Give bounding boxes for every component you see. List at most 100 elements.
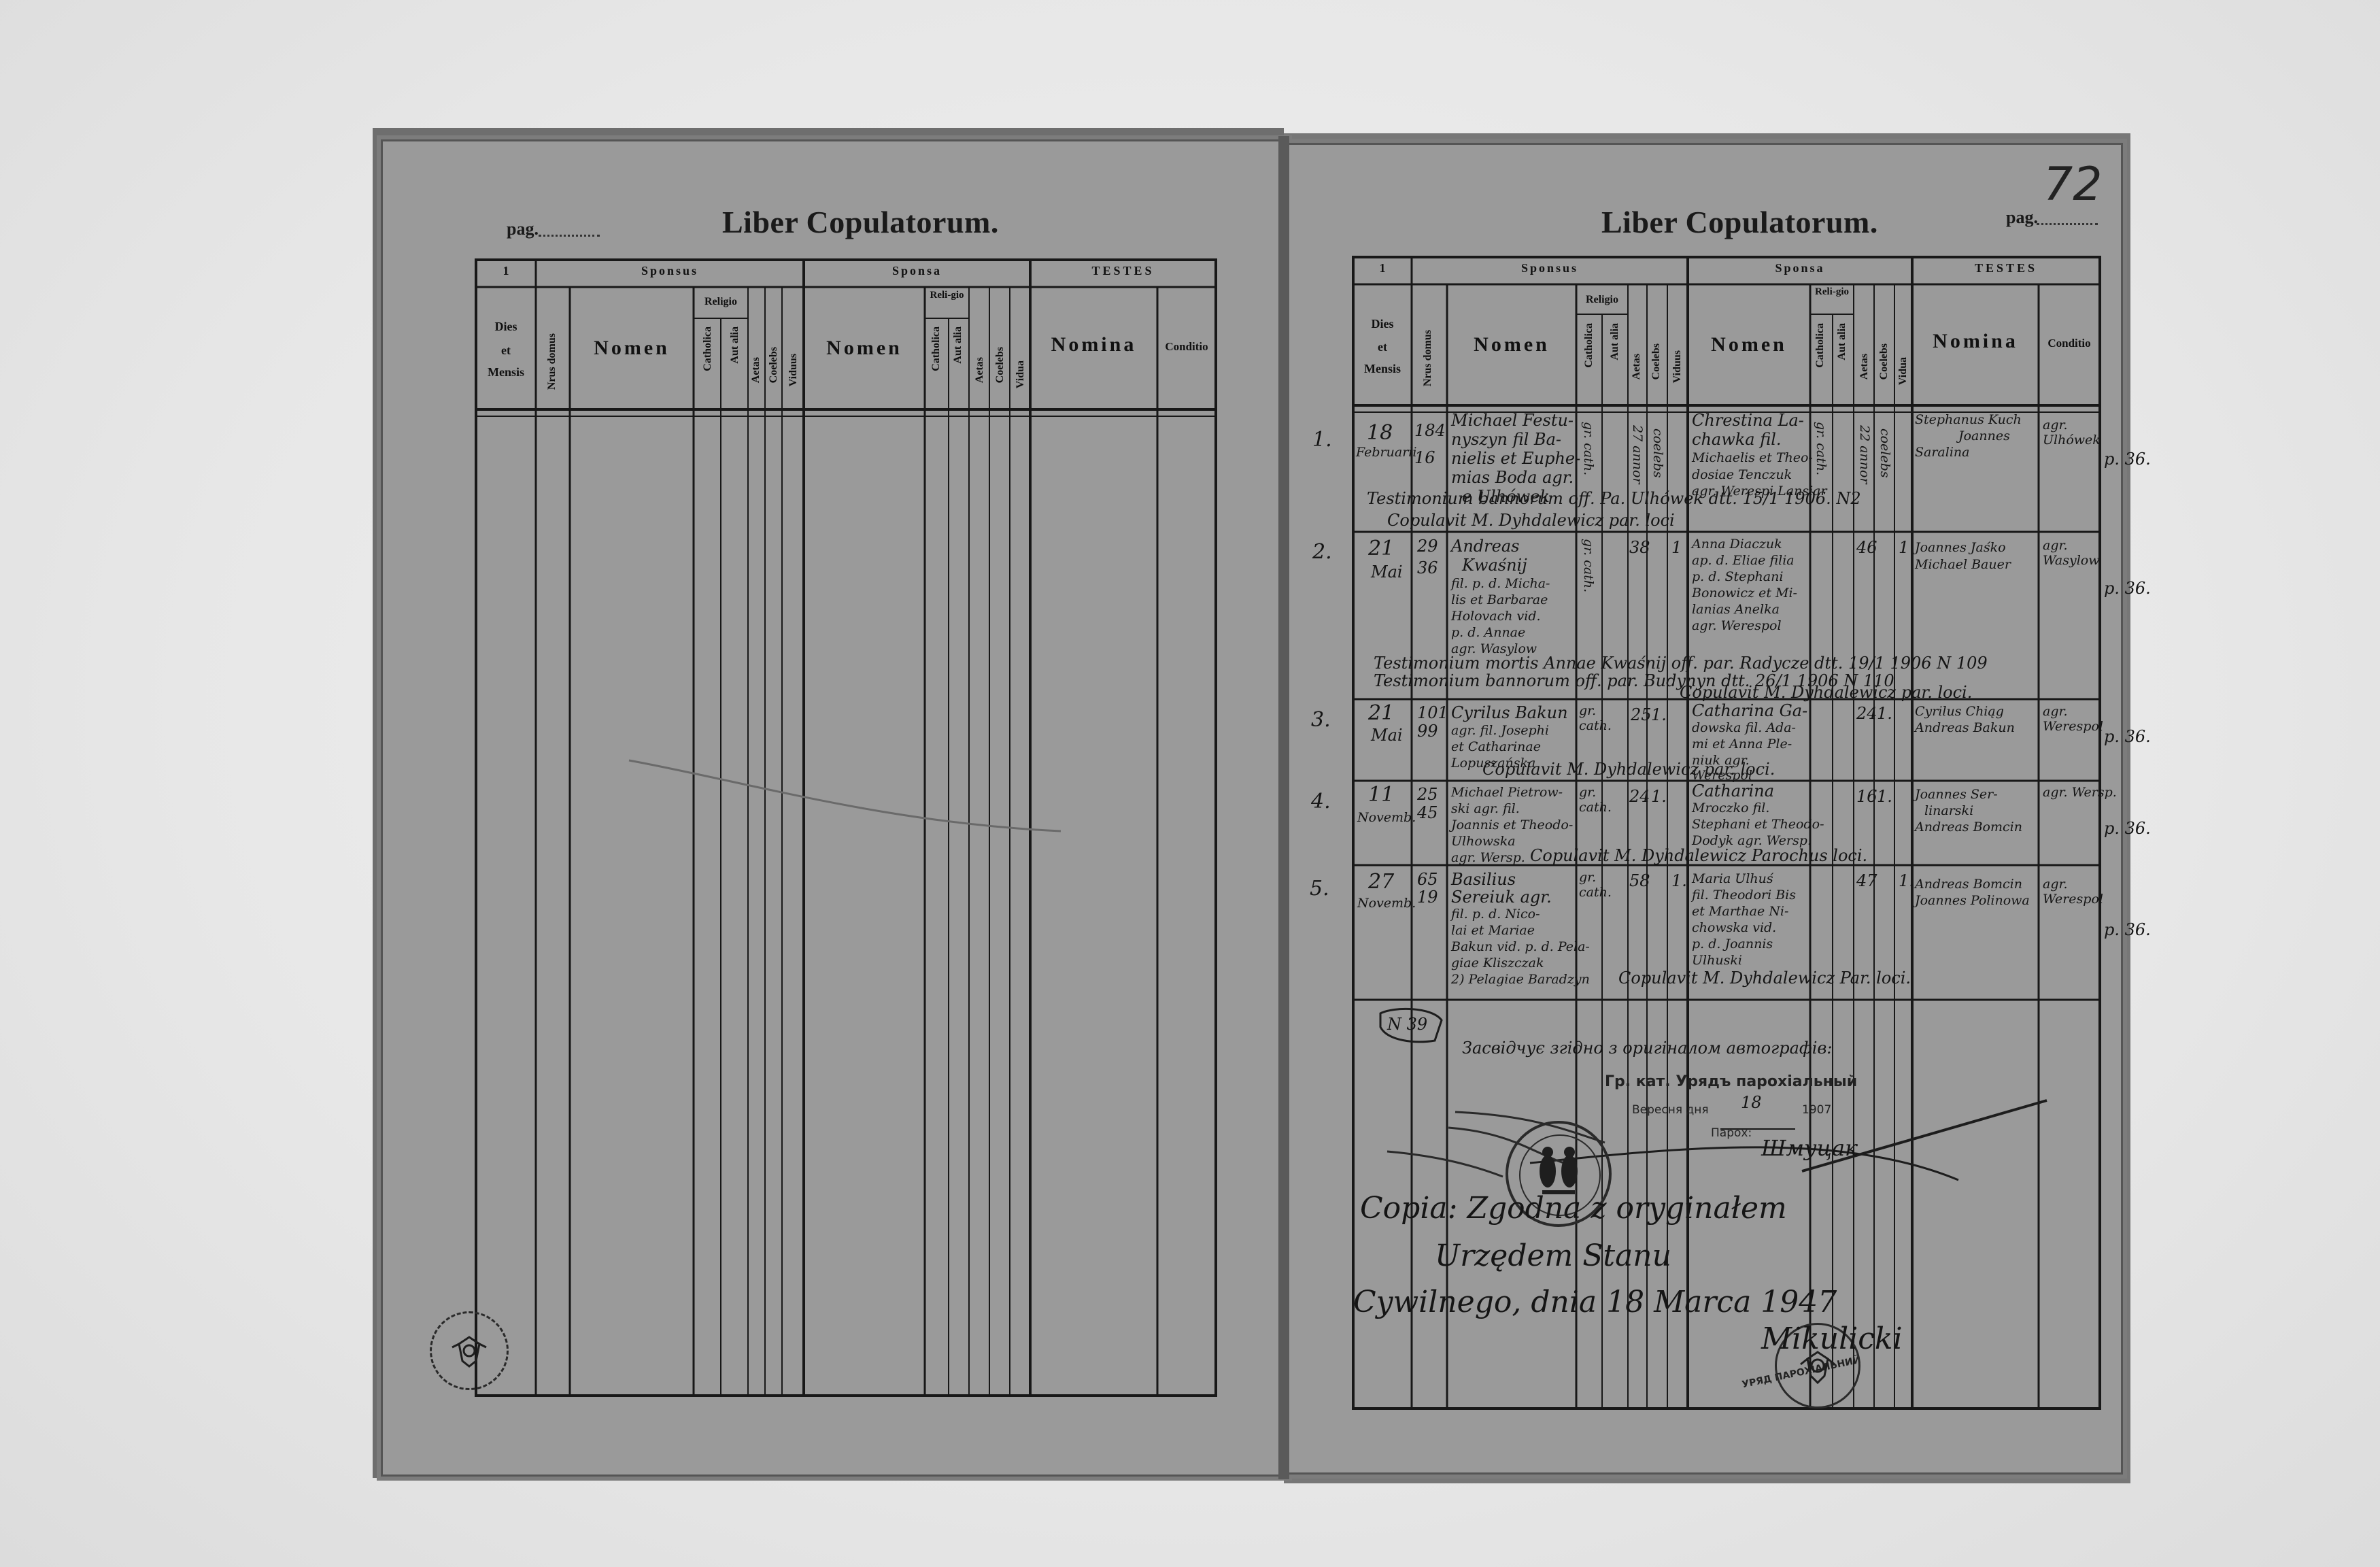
groom-line: mias Boda agr. — [1451, 468, 1574, 487]
right-hdr-nomina: Nomina — [1933, 330, 2018, 352]
groom-line: agr. Wasylow — [1451, 641, 1537, 656]
margin-note: p. 36. — [2104, 727, 2151, 746]
left-hdr-conditio: Conditio — [1165, 340, 1208, 353]
entry-house2: 99 — [1417, 722, 1438, 741]
groom-age: 27 annor — [1629, 425, 1645, 484]
bride-line: agr. Werespol — [1692, 618, 1782, 633]
witness-line: Cyrilus Chiąg — [1915, 704, 2004, 719]
right-hdr-coelebs2: Coelebs — [1878, 343, 1890, 380]
entry-index: 5. — [1310, 877, 1329, 900]
left-hdr-nomina: Nomina — [1051, 333, 1137, 356]
left-hdr-viduus: Viduus — [787, 354, 799, 387]
right-hdr-cath2: Catholica — [1814, 323, 1826, 368]
bride-line: mi et Anna Ple- — [1692, 737, 1792, 752]
bride-status: 1 — [1899, 538, 1909, 557]
entry-note: Copulavit M. Dyhdalewicz par. loci — [1387, 511, 1675, 530]
entry-house: 25 — [1417, 785, 1438, 804]
witness-line: Andreas Bakun — [1915, 720, 2015, 735]
left-hdr-col1: 1 — [503, 264, 509, 277]
left-hdr-aetas2: Aetas — [974, 357, 985, 384]
groom-line: Michael Pietrow- — [1451, 785, 1563, 800]
right-hdr-nrus: Nrus domus — [1422, 330, 1433, 387]
groom-line: Kwaśnij — [1462, 556, 1527, 575]
entry-note: Testimonium mortis Annae Kwaśnij off. pa… — [1374, 654, 1988, 673]
right-hdr-conditio: Conditio — [2047, 337, 2091, 350]
groom-line: 2) Pelagiae Baradzyn — [1451, 972, 1590, 987]
right-hdr-col1: 1 — [1379, 261, 1386, 275]
groom-line: Michael Festu- — [1451, 411, 1574, 430]
margin-note: p. 36. — [2104, 579, 2151, 598]
witness-line: Andreas Bomcin — [1915, 820, 2022, 835]
entry-note: Testimonium bannorum off. par. Budynyn d… — [1374, 671, 1894, 690]
entry-note: Copulavit M. Dyhdalewicz par. loci. — [1680, 683, 1973, 702]
groom-line: agr. fil. Josephi — [1451, 723, 1549, 738]
left-hdr-nomen2: Nomen — [826, 337, 902, 359]
bride-line: Dodyk agr. Wersp. — [1692, 833, 1812, 848]
left-pag-line — [539, 235, 600, 237]
groom-status: 1 — [1671, 538, 1682, 557]
right-table-frame — [1352, 256, 2101, 1410]
seal-saints-icon — [1540, 1147, 1578, 1194]
bride-age: 24 — [1856, 704, 1877, 723]
stamp-paroch-label: Парох: — [1711, 1126, 1752, 1140]
copy-cert-line: Urzędem Stanu — [1435, 1239, 1671, 1273]
crest-icon — [1800, 1351, 1835, 1385]
entry-index: 2. — [1312, 540, 1332, 564]
left-hdr-autalia: Aut alia — [729, 326, 741, 364]
copy-cert-line: Cywilnego, dnia 18 Marca 1947 — [1353, 1285, 1837, 1319]
groom-age: 25 — [1631, 705, 1652, 724]
entry-house: 65 — [1417, 870, 1438, 889]
witness-line: Michael Bauer — [1915, 557, 2011, 572]
right-pag-label: pag. — [2006, 207, 2038, 227]
left-hdr-mensis: Mensis — [488, 365, 524, 379]
bride-line: lanias Anelka — [1692, 602, 1780, 617]
witness-condition: agr. Ulhówek — [2043, 418, 2101, 448]
entry-day: 21 — [1368, 701, 1395, 725]
right-pag-line — [2037, 223, 2098, 225]
bride-line: dosiae Tenczuk — [1692, 467, 1792, 482]
groom-line: giae Kliszczak — [1451, 956, 1544, 971]
left-page-crease — [628, 759, 1061, 832]
bride-age: 16 — [1856, 787, 1877, 806]
entry-day: 27 — [1368, 870, 1395, 894]
bride-status: 1. — [1877, 704, 1892, 723]
stamp-date-prefix: Вересня дня — [1632, 1103, 1709, 1117]
groom-status: coelebs — [1650, 428, 1665, 478]
groom-line: lis et Barbarae — [1451, 592, 1548, 607]
bride-line: Maria Ulhuś — [1692, 871, 1773, 886]
right-hdr-aetas2: Aetas — [1858, 354, 1870, 380]
bride-line: niuk agr. — [1692, 753, 1750, 768]
left-hdr-catholica: Catholica — [702, 326, 713, 371]
bride-line: p. d. Stephani — [1692, 569, 1784, 584]
groom-line: Andreas — [1451, 537, 1520, 556]
bride-line: agr. Werespi Lansiar — [1692, 484, 1827, 499]
copy-cert-line: Copia: Zgodna z oryginałem — [1360, 1191, 1787, 1226]
right-page — [1284, 143, 2123, 1475]
parish-office-stamp: Гр. кат. Урядъ парохіальный — [1605, 1073, 1858, 1090]
groom-line: lai et Mariae — [1451, 923, 1535, 938]
bride-line: Chrestina La- — [1692, 411, 1804, 430]
registry-seal — [1775, 1323, 1860, 1409]
right-hdr-religio2: Reli-gio — [1815, 286, 1849, 297]
left-hdr-nomen: Nomen — [594, 337, 670, 359]
right-hdr-testes: TESTES — [1974, 261, 2038, 275]
bride-status: coelebs — [1877, 428, 1892, 478]
groom-line: agr. Wersp. — [1451, 850, 1525, 865]
entry-month: Mai — [1371, 562, 1403, 582]
left-hdr-cath2: Catholica — [930, 326, 942, 371]
page-number: 72 — [2043, 158, 2103, 212]
left-table-frame — [475, 258, 1217, 1397]
left-hdr-aut2: Aut alia — [952, 326, 964, 364]
right-hdr-religio: Religio — [1586, 294, 1618, 305]
right-hdr-vidua: Vidua — [1897, 357, 1909, 386]
bride-age: 22 annor — [1856, 425, 1872, 484]
margin-note: p. 36. — [2104, 920, 2151, 939]
left-hdr-dies: Dies — [494, 320, 517, 333]
right-hdr-nomen: Nomen — [1474, 333, 1550, 356]
book-spine — [1278, 136, 1289, 1479]
witness-line: linarski — [1924, 803, 1974, 818]
entry-note: Copulavit M. Dyhdalewicz Parochus loci. — [1530, 846, 1868, 865]
bride-line: Ulhuski — [1692, 953, 1742, 968]
bride-line: p. d. Joannis — [1692, 937, 1773, 951]
entry-house: 101 — [1417, 703, 1448, 722]
